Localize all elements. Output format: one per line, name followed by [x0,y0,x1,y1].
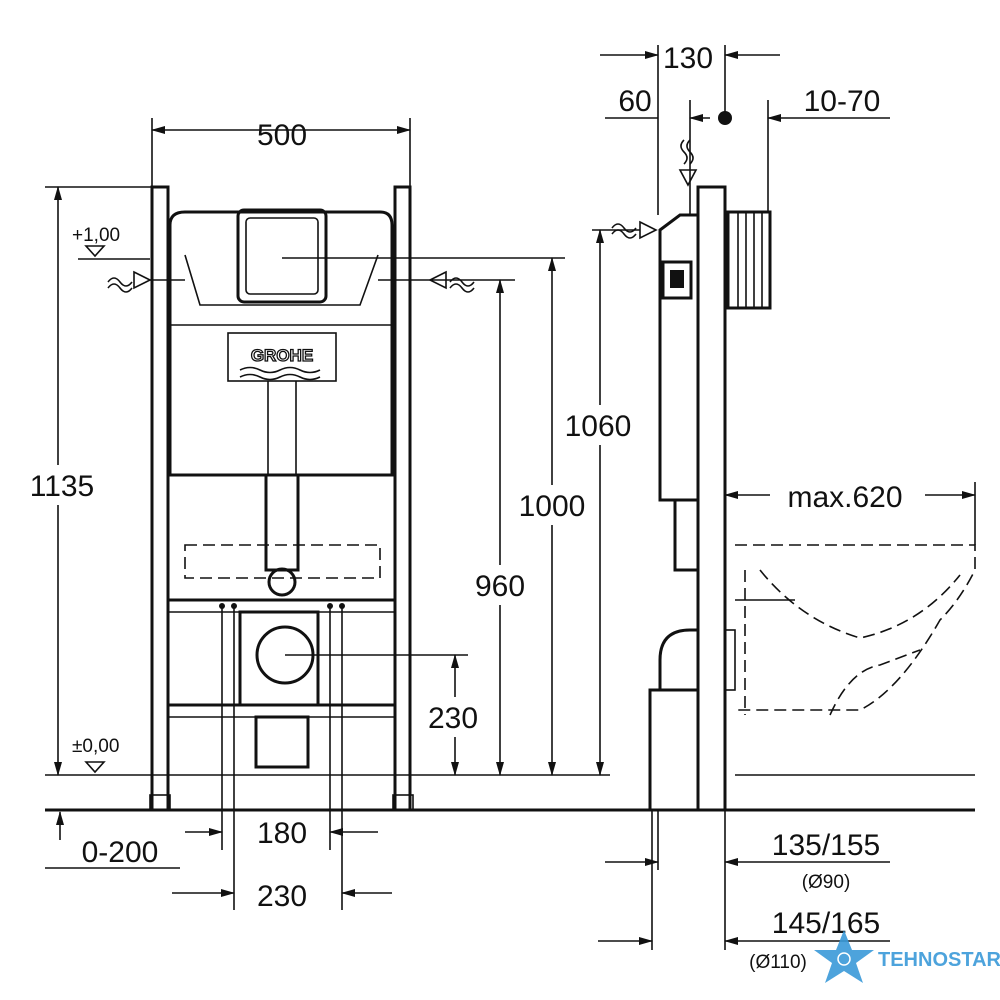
dim-180: 180 [257,817,307,850]
drain-connector [238,610,320,707]
dia-110: (Ø110) [749,952,807,973]
star-logo-icon [814,930,874,983]
dim-230-height: 230 [428,702,478,735]
grohe-logo: GROHE [251,346,313,365]
toilet-outline-side [735,544,976,711]
toilet-outline-front [184,544,381,579]
level-floor-label: ±0,00 [72,736,119,757]
cistern [168,210,394,477]
dim-1135: 1135 [30,470,95,503]
tehnostar-watermark: TEHNOSTAR [814,930,1000,983]
grohe-logo-box [227,332,337,382]
dim-max-620: max.620 [787,481,902,514]
dim-230-width: 230 [257,880,307,913]
front-dimensions: 500 1135 +1,00 ±0,00 960 1000 230 0-200 [18,118,594,913]
drain-bend [658,628,700,692]
dim-60: 60 [618,85,651,118]
flush-pipe [264,473,300,572]
dim-1060: 1060 [565,410,632,443]
dim-135-155: 135/155 [772,829,880,862]
dim-145-165: 145/165 [772,907,880,940]
flush-plate-opening [236,208,328,304]
actuator [726,210,772,310]
level-top-label: +1,00 [72,225,120,246]
side-frame [696,185,727,812]
watermark-text: TEHNOSTAR [878,949,1000,971]
dim-10-70: 10-70 [804,85,881,118]
dim-0-200: 0-200 [82,836,159,869]
dim-500: 500 [257,119,307,152]
front-view: GROHE [149,185,414,910]
side-dimensions: 130 60 10-70 1060 max.620 135/155 (Ø90) … [560,42,976,973]
dim-960: 960 [475,570,525,603]
dim-1000: 1000 [519,490,586,523]
dim-130: 130 [663,42,713,75]
dia-90: (Ø90) [802,872,851,893]
side-cistern [658,213,700,502]
